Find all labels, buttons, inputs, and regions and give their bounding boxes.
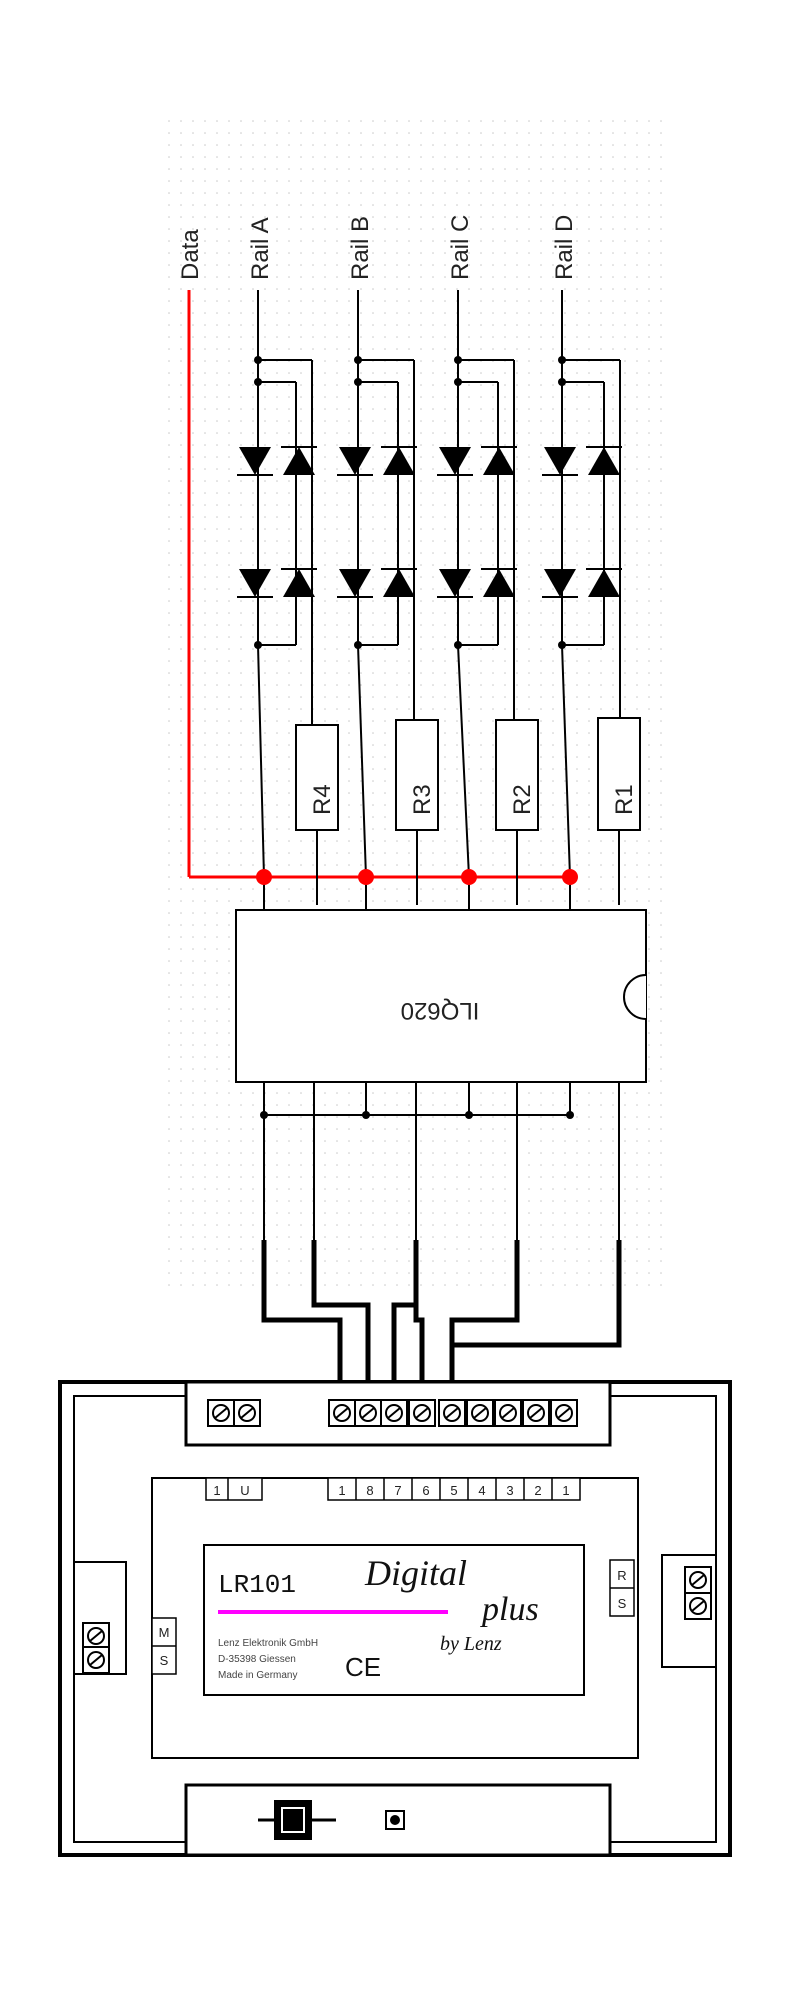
- rail-d-diodes: [541, 356, 623, 649]
- maker-line-1: Lenz Elektronik GmbH: [218, 1638, 318, 1649]
- resistors: R4 R3 R2 R1: [295, 717, 641, 905]
- terminal-label-3: 3: [506, 1483, 513, 1498]
- rail-a-diodes: [236, 356, 318, 649]
- terminal-label-4: 4: [478, 1483, 485, 1498]
- brand-plus: plus: [480, 1591, 539, 1628]
- terminal-label-1b: 1: [562, 1483, 569, 1498]
- ic-bottom-wiring: [263, 1082, 620, 1240]
- resistor-r2: R2: [495, 719, 539, 905]
- brand-digital: Digital: [364, 1553, 467, 1593]
- label-rail-b: Rail B: [347, 216, 374, 280]
- data-junctions: [256, 869, 578, 885]
- resistor-r1-label: R1: [611, 784, 638, 815]
- ic-ilq620: ILQ620: [235, 909, 647, 1083]
- ce-mark: CE: [345, 1652, 381, 1682]
- label-rail-c: Rail C: [447, 215, 474, 280]
- label-rail-d: Rail D: [551, 215, 578, 280]
- resistor-r4-label: R4: [309, 784, 336, 815]
- bus-junctions: [260, 1111, 574, 1119]
- terminal-label-2: 2: [534, 1483, 541, 1498]
- program-button[interactable]: [258, 1800, 336, 1840]
- lr101-module: 1 U 1 8 7 6 5 4 3 2 1 LR101 Digital plus…: [58, 1380, 732, 1857]
- label-rail-a: Rail A: [247, 217, 274, 280]
- signal-labels: Data Rail A Rail B Rail C Rail D: [177, 215, 578, 280]
- resistor-r4: R4: [295, 724, 339, 905]
- resistor-r3-label: R3: [409, 784, 436, 815]
- terminal-label-1: 1: [338, 1483, 345, 1498]
- resistor-r2-label: R2: [509, 784, 536, 815]
- rail-b-diodes: [336, 356, 418, 649]
- terminal-label-5: 5: [450, 1483, 457, 1498]
- module-name: LR101: [218, 1570, 296, 1600]
- side-left-label-s: S: [160, 1653, 169, 1668]
- brand-by-lenz: by Lenz: [440, 1633, 502, 1655]
- resistor-r3: R3: [395, 719, 439, 905]
- terminal-label-8: 8: [366, 1483, 373, 1498]
- ic-label: ILQ620: [401, 997, 480, 1024]
- grid-background: [165, 110, 670, 1290]
- side-left-label-m: M: [159, 1625, 170, 1640]
- terminal-label-6: 6: [422, 1483, 429, 1498]
- terminal-left-label-1: 1: [213, 1483, 220, 1498]
- rail-c-diodes: [436, 356, 518, 649]
- rail-a-circuit: [257, 290, 313, 878]
- terminal-left-label-2: U: [240, 1483, 249, 1498]
- resistor-r1: R1: [597, 717, 641, 905]
- rail-b-circuit: [357, 290, 415, 878]
- maker-line-2: D-35398 Giessen: [218, 1654, 296, 1665]
- data-line: [187, 290, 570, 879]
- terminal-label-7: 7: [394, 1483, 401, 1498]
- side-right-label-s: S: [618, 1596, 627, 1611]
- cable-bundle: [261, 1240, 622, 1385]
- side-right-label-r: R: [617, 1568, 626, 1583]
- status-led-icon: [385, 1810, 405, 1830]
- maker-line-3: Made in Germany: [218, 1670, 297, 1681]
- label-data: Data: [177, 229, 204, 280]
